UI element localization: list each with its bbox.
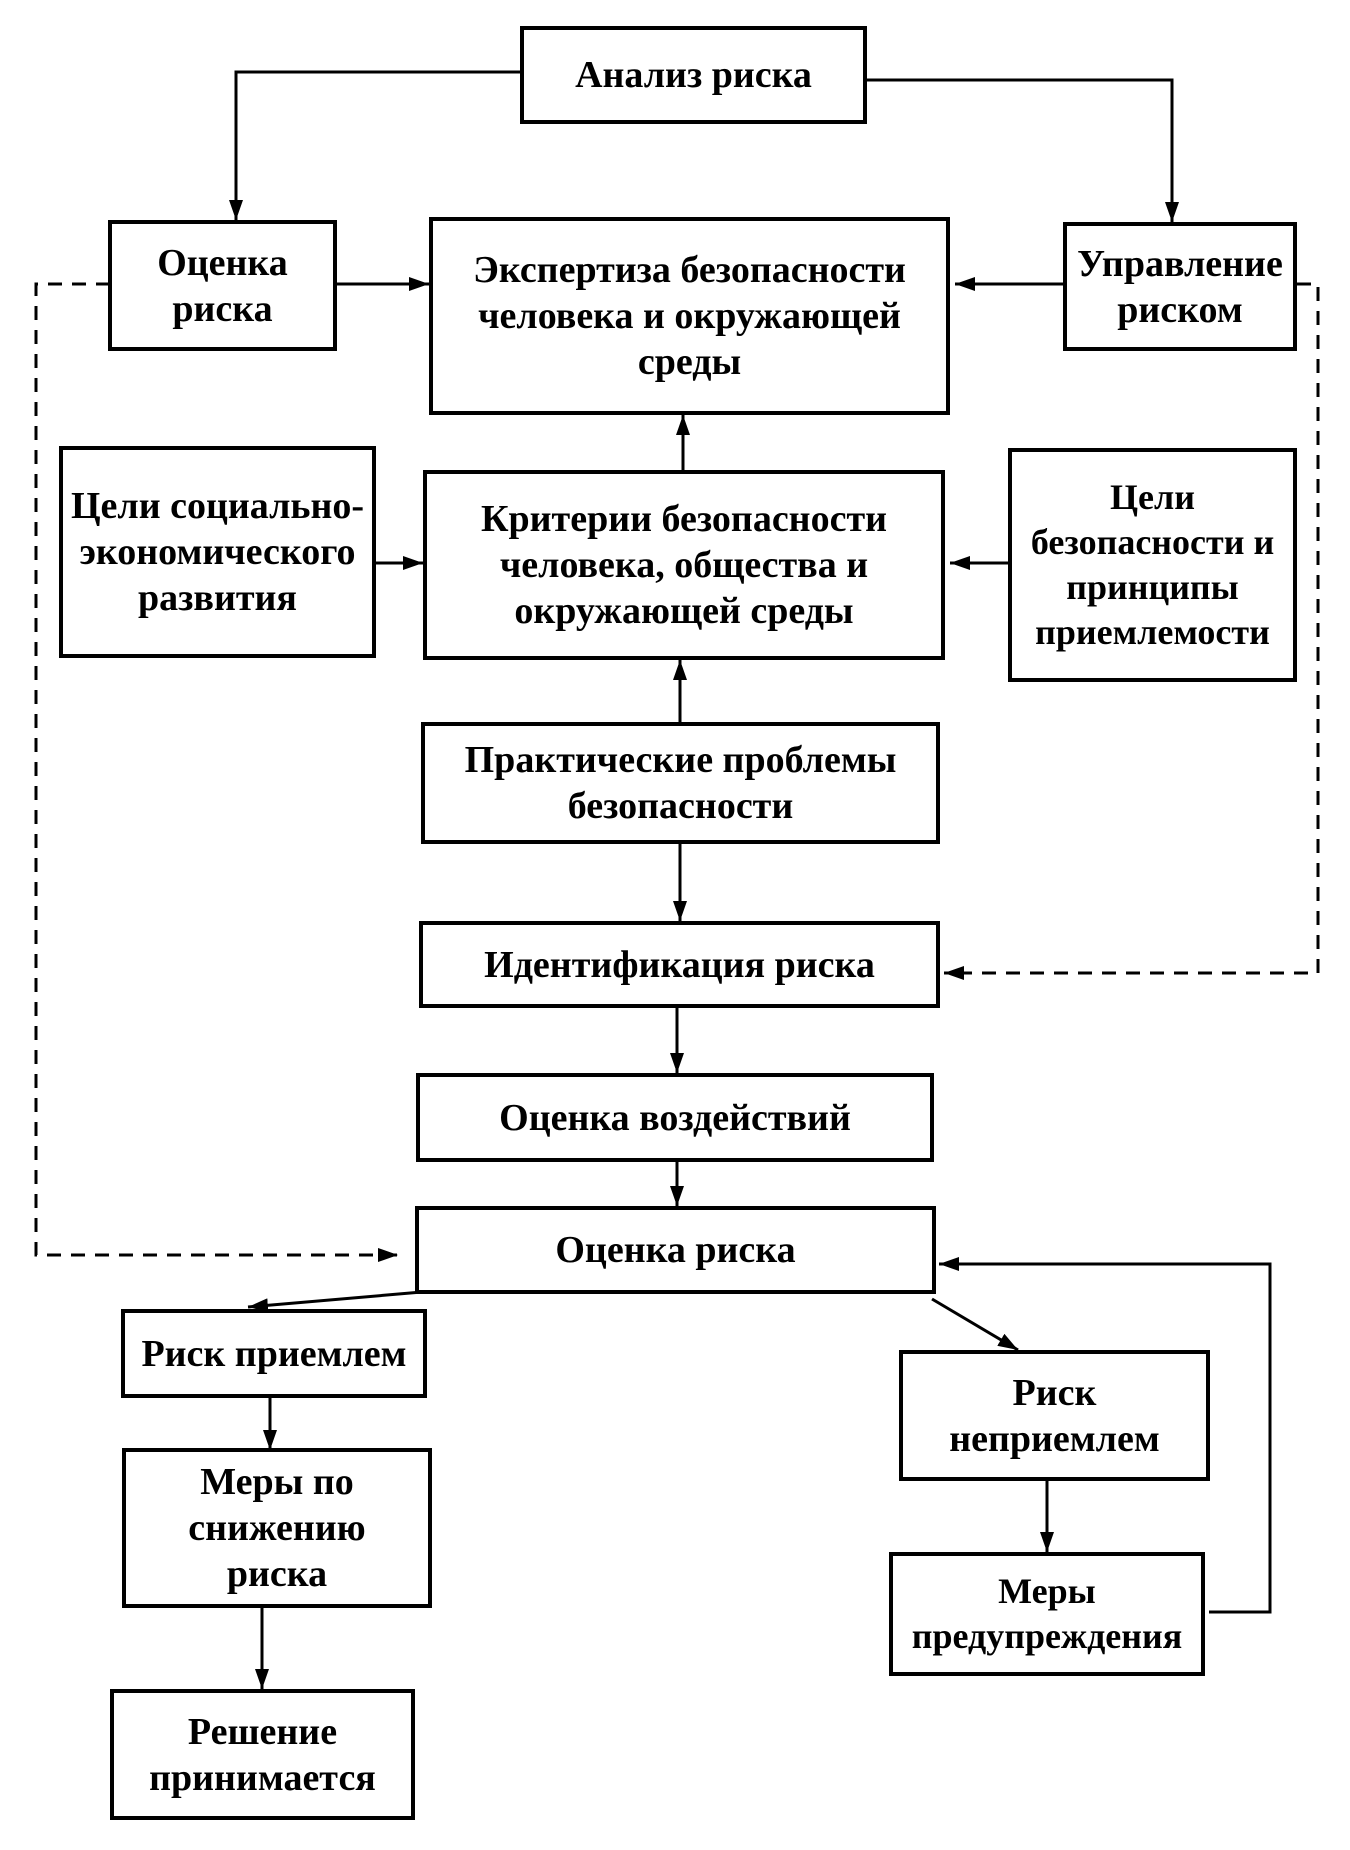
node-label: Риск неприемлем bbox=[949, 1371, 1160, 1460]
arrow-analysis-to-management bbox=[867, 78, 1179, 222]
node-risk-reduction-measures: Меры по снижению риска bbox=[122, 1448, 432, 1608]
node-label: Цели социально- экономического развития bbox=[70, 485, 365, 619]
node-risk-acceptable: Риск приемлем bbox=[121, 1309, 427, 1398]
node-label: Оценка риска bbox=[157, 241, 288, 330]
arrow-assessment-to-acceptable bbox=[247, 1290, 423, 1313]
arrow-assessment-to-unacceptable bbox=[931, 1297, 1019, 1352]
node-label: Управление риском bbox=[1077, 242, 1283, 331]
node-risk-analysis: Анализ риска bbox=[520, 26, 867, 124]
node-label: Критерии безопасности человека, общества… bbox=[480, 498, 888, 632]
dashed-arrow-left-feedback bbox=[34, 282, 398, 1262]
node-decision-made: Решение принимается bbox=[110, 1689, 415, 1820]
node-label: Цели безопасности и принципы приемлемост… bbox=[1030, 477, 1275, 652]
node-label: Оценка воздействий bbox=[499, 1096, 851, 1139]
node-label: Решение принимается bbox=[149, 1710, 376, 1799]
node-label: Меры по снижению риска bbox=[188, 1461, 366, 1595]
node-risk-management: Управление риском bbox=[1063, 222, 1297, 351]
node-risk-assessment-top: Оценка риска bbox=[108, 220, 337, 351]
node-expertise: Экспертиза безопасности человека и окруж… bbox=[429, 217, 950, 415]
node-label: Анализ риска bbox=[575, 54, 812, 96]
node-safety-criteria: Критерии безопасности человека, общества… bbox=[423, 470, 945, 660]
node-label: Идентификация риска bbox=[484, 943, 875, 986]
node-label: Риск приемлем bbox=[141, 1332, 407, 1375]
node-impact-assessment: Оценка воздействий bbox=[416, 1073, 934, 1162]
node-label: Оценка риска bbox=[555, 1229, 796, 1271]
node-risk-identification: Идентификация риска bbox=[419, 921, 940, 1008]
node-label: Экспертиза безопасности человека и окруж… bbox=[473, 249, 906, 383]
node-safety-goals: Цели безопасности и принципы приемлемост… bbox=[1008, 448, 1297, 682]
node-label: Меры предупреждения bbox=[911, 1571, 1183, 1656]
node-prevention-measures: Меры предупреждения bbox=[889, 1552, 1205, 1676]
node-risk-assessment: Оценка риска bbox=[415, 1206, 936, 1294]
arrow-prevention-feedback-loop bbox=[939, 1257, 1272, 1614]
node-practical-problems: Практические проблемы безопасности bbox=[421, 722, 940, 844]
node-label: Практические проблемы безопасности bbox=[464, 739, 897, 827]
node-risk-unacceptable: Риск неприемлем bbox=[899, 1350, 1210, 1481]
node-socio-economic-goals: Цели социально- экономического развития bbox=[59, 446, 376, 658]
arrow-analysis-to-assessment bbox=[229, 70, 520, 220]
dashed-arrow-right-feedback bbox=[944, 282, 1320, 980]
